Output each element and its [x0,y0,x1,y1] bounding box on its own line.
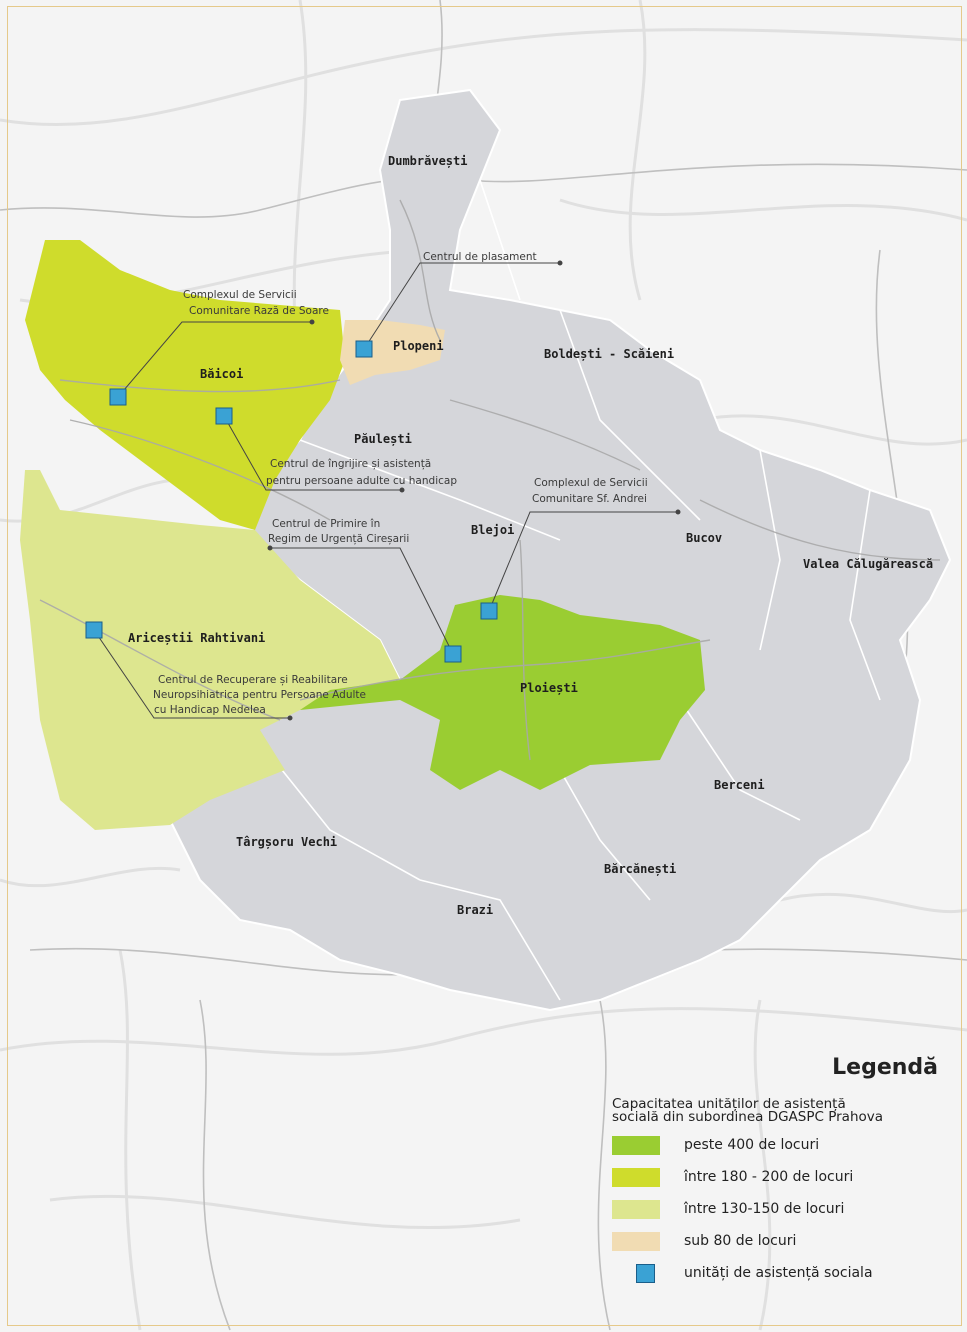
place-label-bucov: Bucov [686,531,722,545]
legend-subtitle-line: socială din subordinea DGASPC Prahova [612,1109,884,1125]
region-plopeni [340,320,445,385]
legend-subtitle: Capacitatea unităților de asistență soci… [612,1096,952,1125]
legend-item-180-200: între 180 - 200 de locuri [612,1166,952,1188]
legend: Legendă Capacitatea unităților de asiste… [612,1055,952,1284]
place-label-barcanesti: Bărcănești [604,862,676,876]
legend-label: sub 80 de locuri [684,1233,797,1249]
legend-label: unități de asistență sociala [684,1265,873,1281]
legend-item-units: unități de asistență sociala [612,1262,952,1284]
square-marker-icon [480,602,498,620]
legend-swatch [612,1167,660,1187]
legend-item-under-80: sub 80 de locuri [612,1230,952,1252]
region-ploiesti [300,595,705,790]
region-baicoi [25,240,345,530]
place-label-targsoru: Târgșoru Vechi [236,835,337,849]
place-label-ploiesti: Ploiești [520,681,578,695]
legend-item-over-400: peste 400 de locuri [612,1134,952,1156]
place-label-paulesti: Păulești [354,432,412,446]
callout-lines [93,260,681,721]
square-marker-icon [444,645,462,663]
legend-label: între 130-150 de locuri [684,1201,845,1217]
legend-swatch [612,1231,660,1251]
square-marker-icon [85,621,103,639]
unit-markers [85,340,498,663]
legend-item-130-150: între 130-150 de locuri [612,1198,952,1220]
place-label-boldesti: Boldești - Scăieni [544,347,674,361]
legend-subtitle-line: Capacitatea unităților de asistență [612,1096,846,1112]
place-label-berceni: Berceni [714,778,765,792]
place-label-brazi: Brazi [457,903,493,917]
legend-label: peste 400 de locuri [684,1137,820,1153]
callout-ingrijire: Centrul de îngrijire și asistență pentru… [266,458,457,487]
place-label-baicoi: Băicoi [200,367,243,381]
square-marker-icon [636,1263,655,1283]
square-marker-icon [109,388,127,406]
callout-ciresarii: Centrul de Primire în Regim de Urgență C… [268,518,409,545]
place-label-aricestii: Ariceștii Rahtivani [128,631,265,645]
place-label-valea: Valea Călugărească [803,557,933,571]
place-label-plopeni: Plopeni [393,339,444,353]
callout-plasament: Centrul de plasament [423,251,537,263]
callout-nedelea: Centrul de Recuperare și Reabilitare Neu… [153,674,369,716]
place-label-dumbravesti: Dumbrăvești [388,154,467,168]
place-label-blejoi: Blejoi [471,523,514,537]
callout-raza: Complexul de Servicii Comunitare Rază de… [183,289,329,317]
area-roads [39,199,941,761]
legend-swatch [612,1199,660,1219]
callout-andrei: Complexul de Servicii Comunitare Sf. And… [532,477,651,505]
region-aricestii [20,470,400,830]
square-marker-icon [355,340,373,358]
legend-title: Legendă [832,1055,938,1080]
square-marker-icon [215,407,233,425]
legend-swatch [612,1135,660,1155]
legend-label: între 180 - 200 de locuri [684,1169,854,1185]
